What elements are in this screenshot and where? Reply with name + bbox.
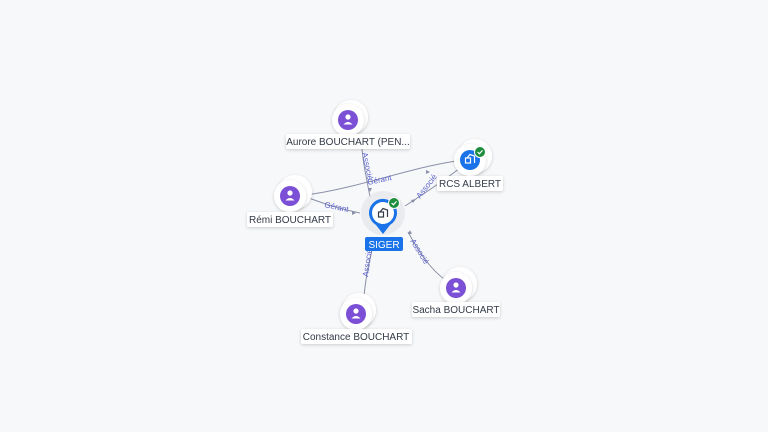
company-icon [377,207,389,218]
edge-label-sacha: Associé [408,237,431,266]
arrow-remi-rcs [426,170,430,174]
arrow-sacha [408,230,412,234]
person-icon [285,190,295,201]
edge-rcs-center[interactable] [404,167,461,207]
node-label-rcs: RCS ALBERT [439,179,501,190]
edge-remi-center[interactable] [305,196,361,214]
arrow-rcs [411,199,416,203]
person-icon [351,308,361,319]
edge-remi-rcs[interactable] [305,159,467,196]
node-label-aurore: Aurore BOUCHART (PEN... [286,137,410,148]
verified-icon [474,146,486,158]
node-rcs[interactable]: RCS ALBERT [437,139,503,191]
arrow-remi [352,211,356,215]
edges [305,134,467,297]
node-label-remi: Rémi BOUCHART [249,215,331,226]
arrow-aurore [368,188,372,192]
company-icon [464,153,476,164]
center-label: SIGER [368,240,399,251]
edge-label-constance: Associé [361,248,374,278]
verified-icon [388,197,400,209]
center-label-badge [365,237,403,251]
node-center-siger[interactable]: SIGER [361,191,405,251]
edge-sacha-center[interactable] [407,231,448,282]
node-remi[interactable]: Rémi BOUCHART [247,175,333,227]
node-label-constance: Constance BOUCHART [303,332,410,343]
node-sacha[interactable]: Sacha BOUCHART [412,267,500,317]
node-constance[interactable]: Constance BOUCHART [301,293,412,344]
person-icon [451,282,461,293]
node-label-sacha: Sacha BOUCHART [412,305,499,316]
node-aurore[interactable]: Aurore BOUCHART (PEN... [286,100,410,149]
person-icon [343,114,353,125]
